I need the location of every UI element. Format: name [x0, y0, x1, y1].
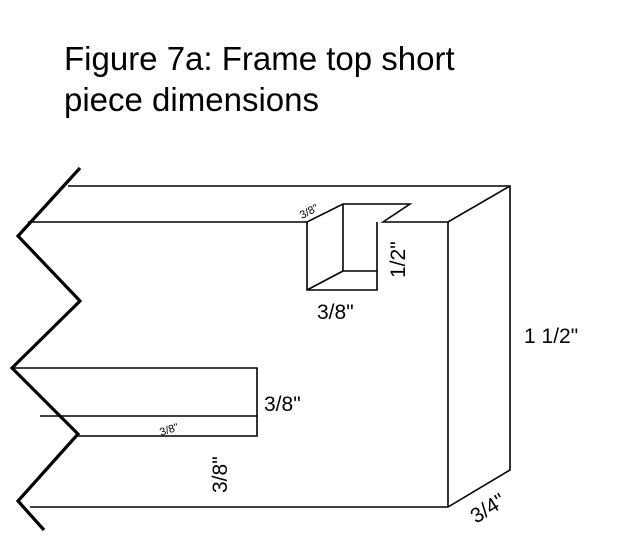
- figure-title: Figure 7a: Frame top short piece dimensi…: [64, 38, 584, 120]
- figure-title-line-1: Figure 7a: Frame top short: [64, 40, 455, 77]
- groove-depth-label: 3/8": [209, 456, 232, 493]
- notch-bottom-width-label: 3/8": [317, 301, 354, 324]
- groove-small-width-label: 3/8": [158, 421, 180, 438]
- groove-height-label: 3/8": [264, 393, 301, 416]
- piece-outline: [30, 185, 511, 508]
- front-top-edge: [28, 185, 511, 223]
- total-height-label: 1 1/2": [524, 325, 578, 348]
- notch-top-width-label: 3/8": [298, 202, 321, 221]
- figure-title-line-2: piece dimensions: [64, 81, 319, 118]
- notch-depth-label: 1/2": [387, 241, 410, 278]
- top-notch: [306, 204, 378, 291]
- side-groove: [12, 367, 258, 437]
- break-line: [9, 166, 83, 532]
- thickness-label: 3/4": [466, 489, 509, 528]
